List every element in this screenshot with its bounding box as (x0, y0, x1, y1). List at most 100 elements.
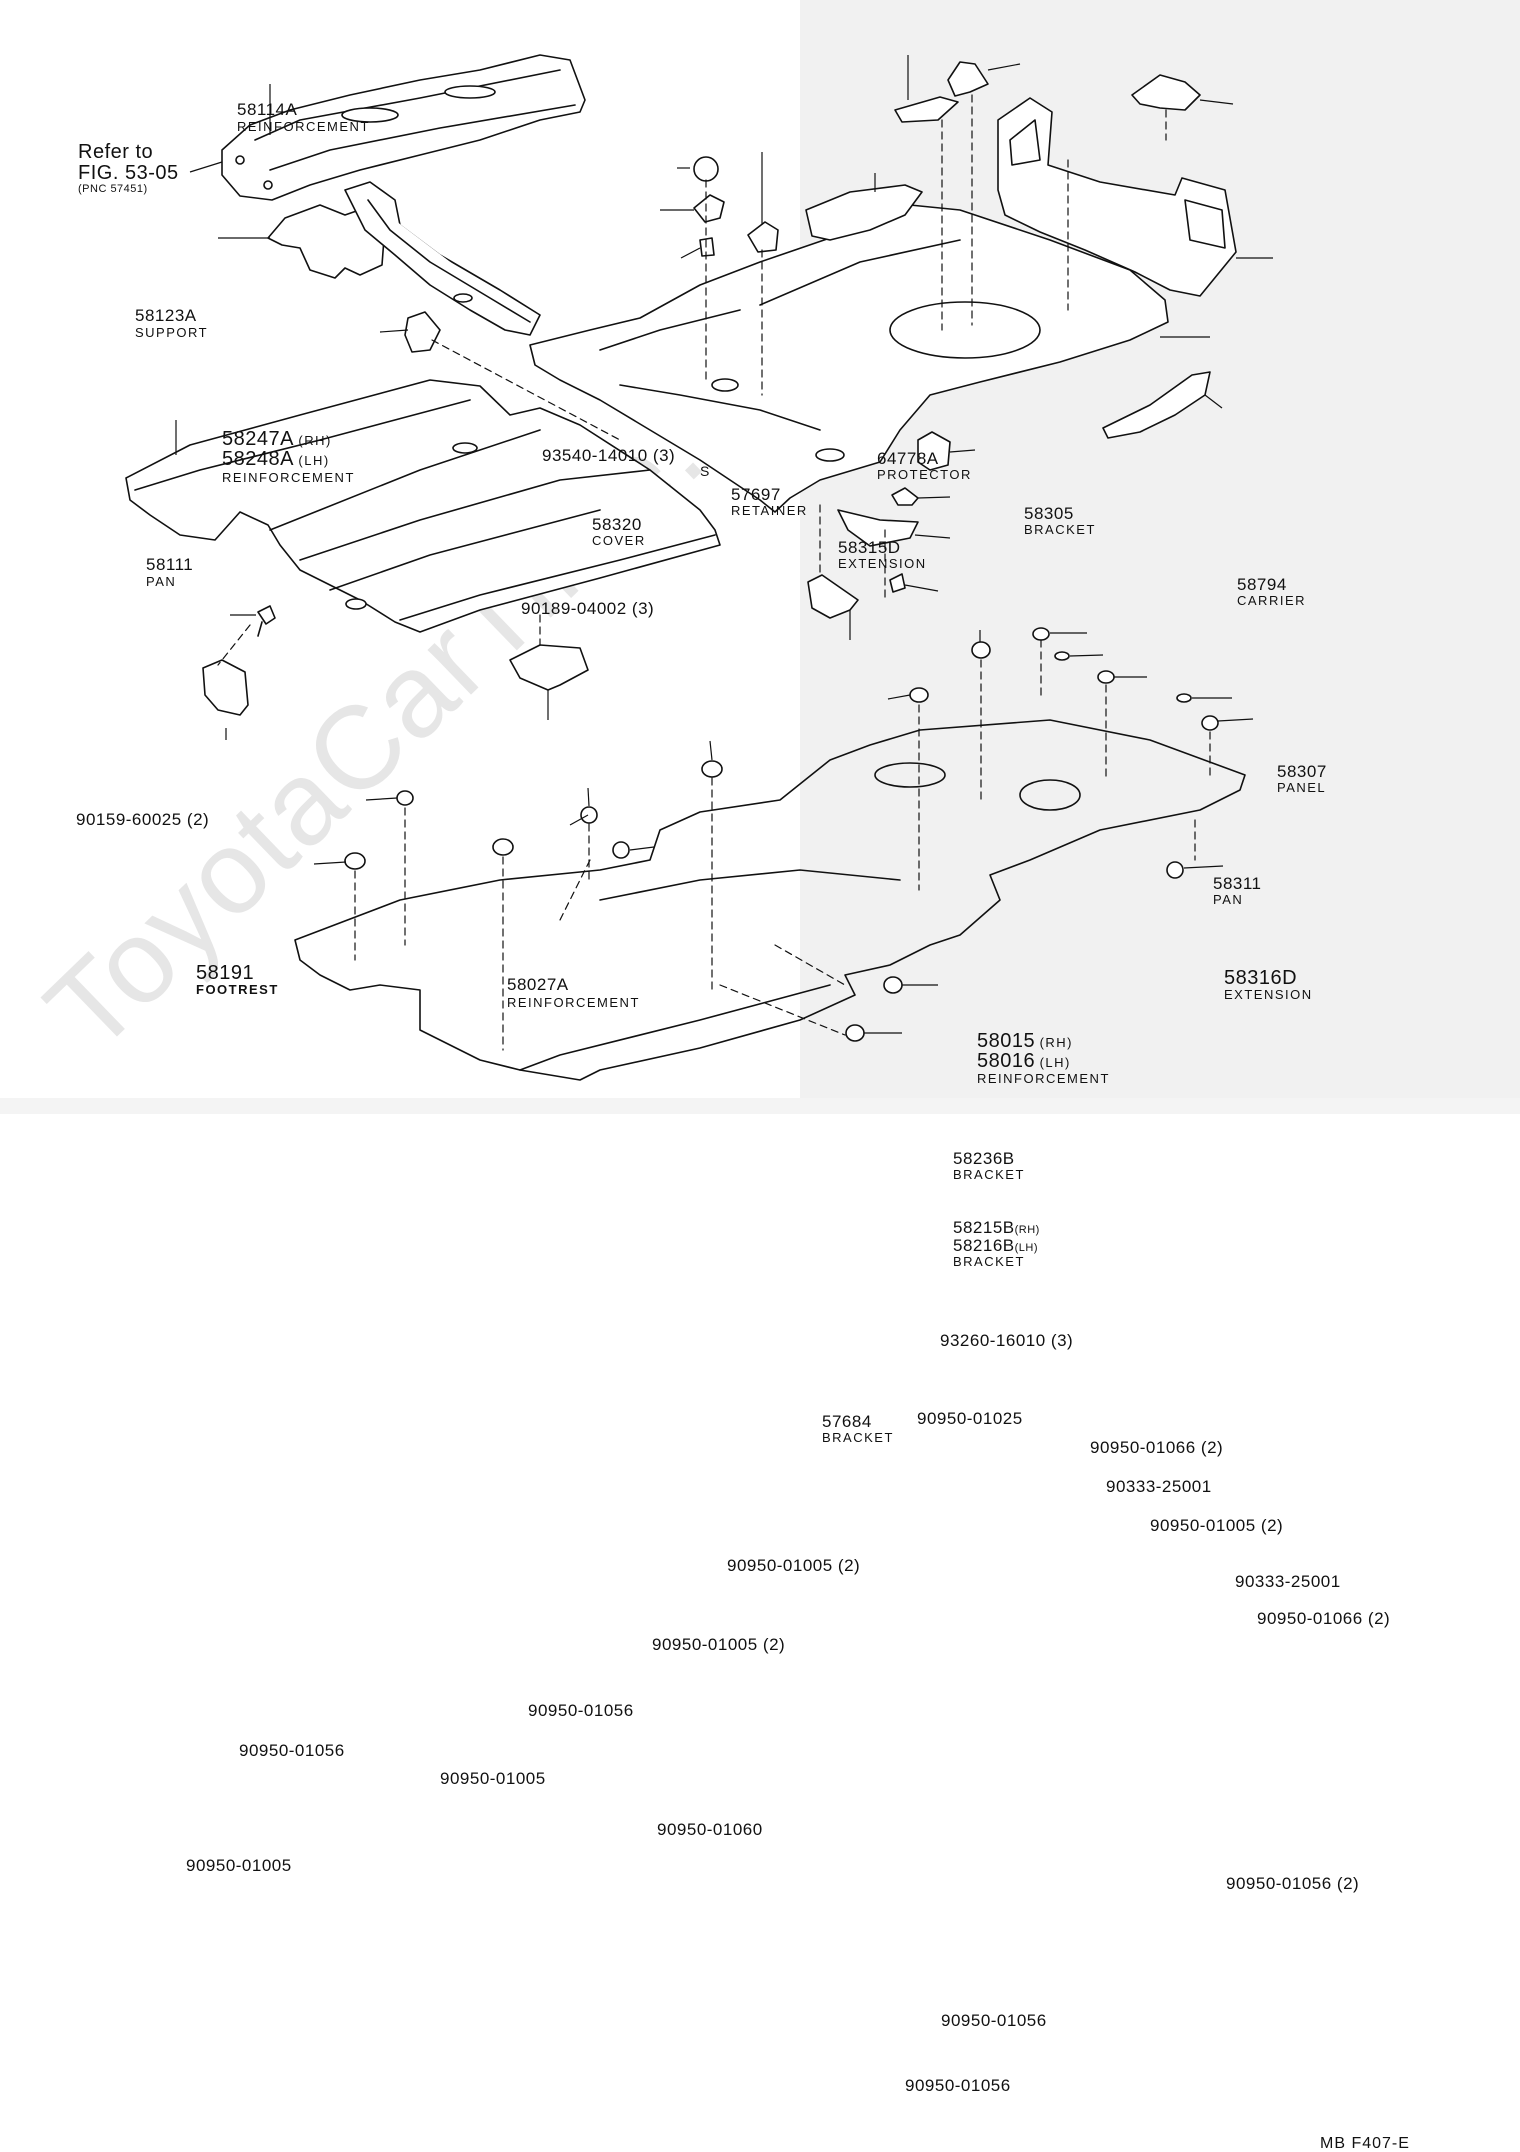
part-58015-drawing (917, 431, 951, 471)
label-58236B: 58236B BRACKET (953, 1150, 1520, 1181)
label-90950-01056-a: 90950-01056 (528, 1701, 634, 1720)
part-number: 58015 (977, 1030, 1036, 1052)
label-58111: 58111 PAN (146, 556, 1520, 588)
floor-assembly-lower-drawing (294, 719, 1246, 1081)
part-name: PANEL (1277, 780, 1327, 795)
label-58215B-58216B: 58215B(RH) 58216B(LH) BRACKET (953, 1219, 1520, 1268)
hole-plugs-drawing (344, 627, 1219, 1042)
part-number: 58215B (953, 1218, 1015, 1237)
label-90950-01056-e: 90950-01056 (905, 2076, 1011, 2095)
label-90950-01066-b: 90950-01066 (2) (1257, 1609, 1391, 1628)
label-58114A: 58114A REINFORCEMENT (237, 101, 1520, 133)
part-name: COVER (592, 533, 646, 548)
label-93540: 93540-14010 (3) (542, 446, 676, 465)
part-number: 57697 (731, 485, 781, 504)
clip-90189-drawing (699, 237, 715, 257)
part-58215B-drawing (837, 509, 919, 547)
s-symbol: S (700, 463, 710, 479)
part-name: SUPPORT (135, 325, 209, 340)
part-number: 58305 (1024, 504, 1074, 523)
label-90950-01005-d: 90950-01005 (440, 1769, 546, 1788)
part-number: 58027A (507, 975, 569, 994)
part-58320-cover-drawing (693, 194, 725, 223)
part-number: 58236B (953, 1149, 1015, 1168)
part-name: EXTENSION (838, 556, 927, 571)
figure-code: MB F407-E (1320, 2135, 1410, 2152)
label-58315D: 58315D EXTENSION (838, 539, 1520, 570)
label-57697: 57697 RETAINER (731, 486, 1520, 517)
part-58311-rear-pan-drawing (529, 204, 1169, 513)
part-58123A-support-drawing (267, 181, 541, 336)
shaded-background-panel (800, 0, 1520, 1114)
label-90950-01005-a: 90950-01005 (2) (1150, 1516, 1284, 1535)
label-58307: 58307 PANEL (1277, 763, 1520, 794)
part-name: BRACKET (953, 1167, 1025, 1182)
label-90333-25001-a: 90333-25001 (1106, 1477, 1212, 1496)
part-name: REINFORCEMENT (237, 119, 370, 134)
part-58794-carrier-drawing (1131, 74, 1201, 111)
part-58307-panel-drawing (997, 97, 1237, 297)
part-name: BRACKET (1024, 522, 1096, 537)
label-64778A: 64778A PROTECTOR (877, 450, 1520, 481)
label-90950-01066-a: 90950-01066 (2) (1090, 1438, 1224, 1457)
refer-line3: (PNC 57451) (78, 183, 148, 195)
part-name: PROTECTOR (877, 467, 972, 482)
part-number: 58016 (977, 1050, 1036, 1072)
part-number: 58191 (196, 962, 255, 984)
part-number: 58111 (146, 555, 194, 574)
part-name: REINFORCEMENT (507, 995, 640, 1010)
label-90950-01005-b: 90950-01005 (2) (727, 1556, 861, 1575)
part-name: BRACKET (953, 1254, 1025, 1269)
label-90950-01005-c: 90950-01005 (2) (652, 1635, 786, 1654)
assembly-guide-lines (217, 94, 1211, 1051)
side: (LH) (1014, 1242, 1039, 1254)
part-name: FOOTREST (196, 982, 279, 997)
part-number: 58248A (222, 448, 294, 470)
part-number: 58216B (953, 1236, 1015, 1255)
part-58315D-extension-drawing (805, 184, 923, 241)
label-58311: 58311 PAN (1213, 875, 1520, 906)
part-58305-bracket-drawing (947, 61, 989, 97)
part-name: REINFORCEMENT (977, 1071, 1110, 1086)
label-90950-01060: 90950-01060 (657, 1820, 763, 1839)
part-number: 58307 (1277, 762, 1327, 781)
refer-line2: FIG. 53-05 (78, 162, 179, 184)
label-58015-58016: 58015 (RH) 58016 (LH) REINFORCEMENT (977, 1031, 1520, 1085)
label-58027A: 58027A REINFORCEMENT (507, 976, 1520, 1009)
part-name: EXTENSION (1224, 987, 1313, 1002)
side: (RH) (298, 433, 332, 448)
refer-note: Refer to FIG. 53-05 (PNC 57451) (78, 142, 1520, 195)
parts-drawing (125, 54, 1246, 1081)
part-58236B-drawing (891, 487, 919, 506)
label-90950-01025: 90950-01025 (917, 1409, 1023, 1428)
label-90950-01056-c: 90950-01056 (2) (1226, 1874, 1360, 1893)
part-58114A-reinforcement-drawing (221, 54, 586, 201)
label-90333-25001-b: 90333-25001 (1235, 1572, 1341, 1591)
part-number: 58114A (237, 100, 298, 119)
part-name: RETAINER (731, 503, 808, 518)
refer-line1: Refer to (78, 141, 154, 163)
part-58111-front-pan-drawing (125, 379, 721, 633)
side: (LH) (1039, 1055, 1071, 1070)
label-58794: 58794 CARRIER (1237, 576, 1520, 607)
part-name: CARRIER (1237, 593, 1307, 608)
part-58247A-drawing (404, 311, 441, 353)
part-number: 58123A (135, 306, 197, 325)
part-name: PAN (1213, 892, 1244, 907)
label-93260: 93260-16010 (3) (940, 1331, 1074, 1350)
part-58191-footrest-drawing (202, 659, 249, 716)
side: (LH) (298, 453, 330, 468)
label-90189: 90189-04002 (3) (521, 599, 655, 618)
part-name: PAN (146, 574, 177, 589)
part-64778A-protector-drawing (894, 96, 959, 123)
label-58123A: 58123A SUPPORT (135, 307, 1520, 339)
bottom-band (0, 1098, 1520, 1114)
label-58247A-58248A: 58247A (RH) 58248A (LH) REINFORCEMENT (222, 429, 1520, 484)
label-90159: 90159-60025 (2) (76, 810, 210, 829)
part-58027A-drawing (509, 644, 589, 691)
part-number: 64778A (877, 449, 939, 468)
side: (RH) (1039, 1035, 1074, 1050)
label-58316D: 58316D EXTENSION (1224, 968, 1520, 1001)
part-number: 58247A (222, 428, 294, 450)
part-number: 58315D (838, 538, 901, 557)
